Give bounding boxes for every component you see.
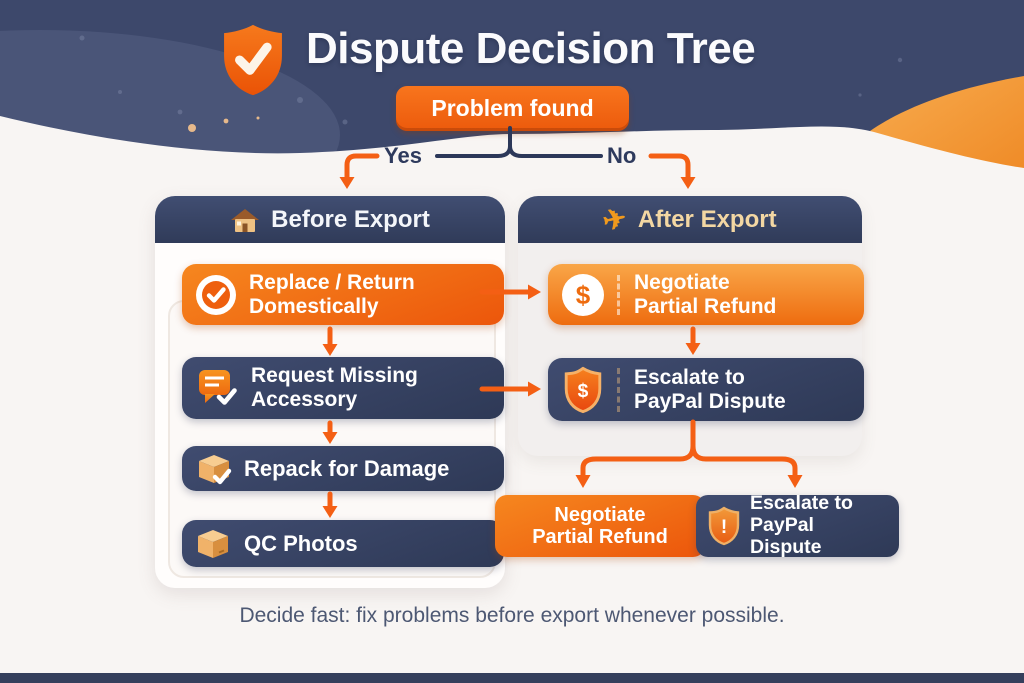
step-request-missing-accessory: Request Missing Accessory <box>182 357 504 419</box>
step-label: Accessory <box>251 388 358 411</box>
step-label: Escalate to <box>634 365 745 389</box>
after-export-header: ✈ After Export <box>518 196 862 243</box>
before-export-header-label: Before Export <box>271 205 430 233</box>
outcome-negotiate-partial-refund: Negotiate Partial Refund <box>495 495 705 557</box>
house-icon <box>230 207 260 233</box>
step-label: Partial Refund <box>634 294 777 318</box>
branch-label-no: No <box>607 143 637 168</box>
root-node-label: Problem found <box>431 95 594 121</box>
outcome-label: Escalate to <box>750 492 853 515</box>
svg-text:$: $ <box>576 280 591 310</box>
root-split-connector <box>435 126 603 158</box>
step-qc-photos: QC Photos <box>182 520 504 567</box>
dollar-circle-icon: $ <box>561 273 605 317</box>
dashed-divider <box>617 367 620 412</box>
plane-icon: ✈ <box>600 201 630 237</box>
step-label: PayPal Dispute <box>634 389 786 413</box>
outcome-label: Partial Refund <box>532 526 668 548</box>
step-negotiate-partial-refund: $ Negotiate Partial Refund <box>548 264 864 325</box>
yes-branch-arrow <box>344 153 380 180</box>
step-escalate-paypal-dispute: $ Escalate to PayPal Dispute <box>548 358 864 421</box>
footer-band <box>0 673 1024 683</box>
chat-check-icon <box>195 365 241 411</box>
shield-dollar-icon: $ <box>561 366 605 414</box>
step-label: Repack for Damage <box>244 455 450 481</box>
step-replace-return: Replace / Return Domestically <box>182 264 504 325</box>
shield-alert-icon: ! <box>706 506 742 546</box>
step-label: Replace / Return <box>249 270 415 294</box>
after-export-header-label: After Export <box>637 205 777 233</box>
check-circle-icon <box>195 274 237 316</box>
svg-text:$: $ <box>578 381 589 402</box>
page-title: Dispute Decision Tree <box>306 24 756 73</box>
outcome-label: PayPal Dispute <box>750 514 822 558</box>
shield-check-logo <box>222 22 284 98</box>
step-label: Request Missing <box>251 364 418 388</box>
step-label: Negotiate <box>634 270 730 294</box>
svg-text:!: ! <box>721 517 727 538</box>
outcome-escalate-paypal-dispute: ! Escalate to PayPal Dispute <box>696 492 899 558</box>
branch-label-yes: Yes <box>384 143 422 168</box>
footer-note: Decide fast: fix problems before export … <box>239 604 785 627</box>
no-branch-arrow <box>648 153 691 180</box>
box-icon <box>195 528 231 560</box>
dashed-divider <box>617 274 620 315</box>
box-check-icon <box>195 452 233 486</box>
before-export-header: Before Export <box>155 196 505 243</box>
step-label: Domestically <box>249 294 379 318</box>
step-repack-for-damage: Repack for Damage <box>182 446 504 491</box>
outcome-label: Negotiate <box>554 503 646 526</box>
step-label: QC Photos <box>244 530 358 556</box>
root-node-problem-found: Problem found <box>396 86 629 131</box>
